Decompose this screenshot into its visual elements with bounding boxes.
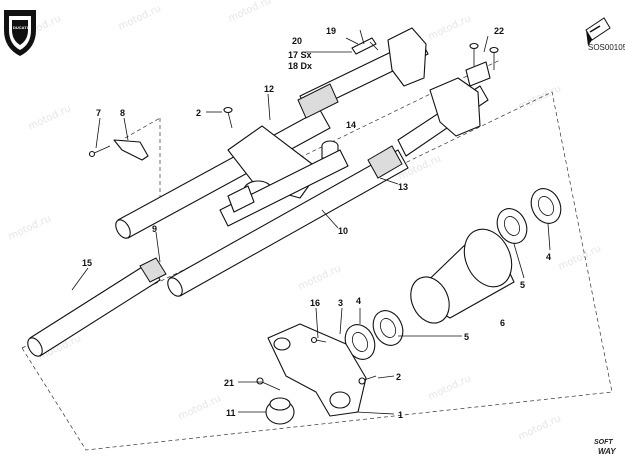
fork-leg-tube [27, 257, 167, 357]
watermark-text: motod.ru [117, 3, 163, 32]
lower-bearing [372, 310, 404, 346]
drawing-code: SOS00105 [588, 43, 625, 52]
cap [265, 397, 295, 425]
callout-12: 12 [264, 84, 274, 94]
callout-2-lower: 2 [396, 372, 401, 382]
softway-logo-line1: SOFT [594, 439, 613, 446]
callout-5-lower: 5 [464, 332, 469, 342]
callout-18: 18 Dx [288, 61, 312, 71]
callout-5-upper: 5 [520, 280, 525, 290]
watermark-text: motod.ru [427, 373, 473, 402]
ducati-logo: DUCATI [4, 10, 36, 56]
lower-bearing-seal [344, 324, 376, 360]
softway-logo: SOFT WAY [594, 439, 616, 456]
callout-labels: 19 20 17 Sx 18 Dx 22 12 2 7 8 14 13 10 9… [82, 26, 551, 420]
lower-right-fork-assembly [167, 61, 491, 297]
callout-11: 11 [226, 408, 236, 418]
callout-6: 6 [500, 318, 505, 328]
watermark-text: motod.ru [27, 103, 73, 132]
callout-15: 15 [82, 258, 92, 268]
watermark-text: motod.ru [427, 13, 473, 42]
leader-lines [71, 35, 551, 415]
watermark-text: motod.ru [177, 393, 223, 422]
watermark-text: motod.ru [7, 213, 53, 242]
lower-screws [256, 336, 377, 391]
callout-2-upper: 2 [196, 108, 201, 118]
callout-3: 3 [338, 298, 343, 308]
callout-13: 13 [398, 182, 408, 192]
top-screws [469, 42, 499, 70]
bracket-and-screw [88, 139, 149, 161]
watermark-text: motod.ru [517, 413, 563, 442]
inner-stanchion [219, 149, 349, 227]
callout-22: 22 [494, 26, 504, 36]
watermark-text: motod.ru [557, 243, 603, 272]
screw-upper [223, 106, 233, 129]
watermark-text: motod.ru [227, 0, 273, 25]
callout-9: 9 [152, 224, 157, 234]
callout-14: 14 [346, 120, 356, 130]
callout-4-upper: 4 [546, 252, 551, 262]
logo-lettering: DUCATI [13, 25, 28, 30]
callout-17: 17 Sx [288, 50, 312, 60]
watermark-text: motod.ru [297, 263, 343, 292]
callout-7: 7 [96, 108, 101, 118]
view-direction-icon [585, 17, 611, 46]
callout-20: 20 [292, 36, 302, 46]
clip-parts [351, 29, 379, 55]
callout-10: 10 [338, 226, 348, 236]
callout-4-lower: 4 [356, 296, 361, 306]
steering-stem [410, 228, 515, 324]
callout-21: 21 [224, 378, 234, 388]
upper-bearing [496, 208, 528, 244]
callout-16: 16 [310, 298, 320, 308]
callout-19: 19 [326, 26, 336, 36]
upper-bearing-seal [530, 188, 562, 224]
callout-8: 8 [120, 108, 125, 118]
softway-logo-line2: WAY [598, 447, 616, 456]
callout-1: 1 [398, 410, 403, 420]
